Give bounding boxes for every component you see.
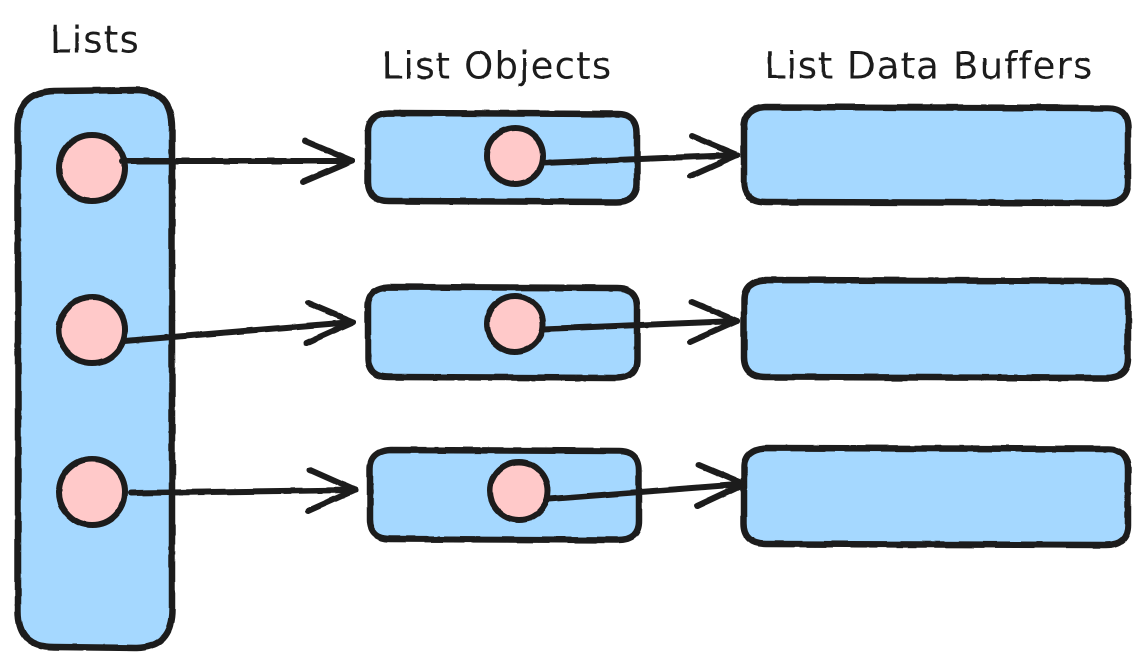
lists-container[interactable]: [14, 86, 176, 652]
list-pointer-circle-1: [56, 132, 128, 204]
arrow-head-bottom-2: [303, 319, 356, 346]
buffer-pointer-1[interactable]: [484, 125, 546, 187]
data-buffer-box-1: [740, 103, 1132, 207]
arrow-head-bottom-5: [687, 318, 740, 345]
column-titles: Lists List Objects List Data Buffers: [50, 19, 1093, 88]
arrow-list-to-object-2[interactable]: [121, 300, 356, 346]
arrows-objects-to-buffers: [540, 133, 747, 509]
list-pointer-2[interactable]: [56, 294, 128, 366]
arrow-head-top-4: [689, 133, 740, 158]
data-buffer-boxes: [740, 103, 1132, 549]
arrow-object-to-buffer-1[interactable]: [540, 133, 740, 179]
list-pointer-3[interactable]: [56, 456, 128, 528]
arrow-head-top-1: [302, 138, 355, 164]
list-pointer-circles: [56, 132, 128, 528]
buffer-pointer-2[interactable]: [484, 293, 546, 355]
list-pointer-circle-2: [56, 294, 128, 366]
list-pointer-circle-3: [56, 456, 128, 528]
arrow-list-to-object-1[interactable]: [119, 138, 355, 185]
arrow-head-top-6: [696, 462, 747, 487]
lists-container-shape: [14, 86, 176, 652]
arrow-head-top-3: [307, 467, 358, 493]
arrow-list-to-object-3[interactable]: [128, 467, 358, 514]
arrow-head-top-2: [305, 300, 356, 325]
arrow-shaft-5: [540, 318, 740, 332]
list-pointer-1[interactable]: [56, 132, 128, 204]
arrow-head-bottom-3: [305, 487, 358, 514]
arrow-head-bottom-1: [300, 158, 355, 185]
arrow-object-to-buffer-3[interactable]: [546, 462, 747, 509]
arrows-lists-to-objects: [119, 138, 358, 514]
data-buffer-3[interactable]: [740, 444, 1132, 549]
title-list-objects: List Objects: [382, 45, 613, 88]
buffer-pointer-circle-2: [484, 293, 546, 355]
title-list-data-buffers: List Data Buffers: [764, 45, 1093, 88]
buffer-pointer-circle-1: [484, 125, 546, 187]
data-buffer-box-2: [740, 276, 1132, 382]
buffer-pointer-circles: [484, 125, 551, 523]
arrow-shaft-6: [546, 481, 747, 502]
arrow-object-to-buffer-2[interactable]: [540, 299, 740, 345]
data-buffer-1[interactable]: [740, 103, 1132, 207]
data-buffer-2[interactable]: [740, 276, 1132, 382]
arrow-head-top-5: [689, 299, 740, 324]
data-buffer-box-3: [740, 444, 1132, 549]
title-lists: Lists: [50, 19, 140, 62]
buffer-pointer-circle-3: [487, 459, 551, 523]
arrow-head-bottom-6: [694, 481, 747, 509]
buffer-pointer-3[interactable]: [487, 459, 551, 523]
arrow-shaft-3: [128, 487, 358, 496]
arrow-shaft-2: [121, 319, 356, 344]
arrow-shaft-4: [540, 152, 740, 166]
arrow-head-bottom-4: [687, 152, 740, 179]
